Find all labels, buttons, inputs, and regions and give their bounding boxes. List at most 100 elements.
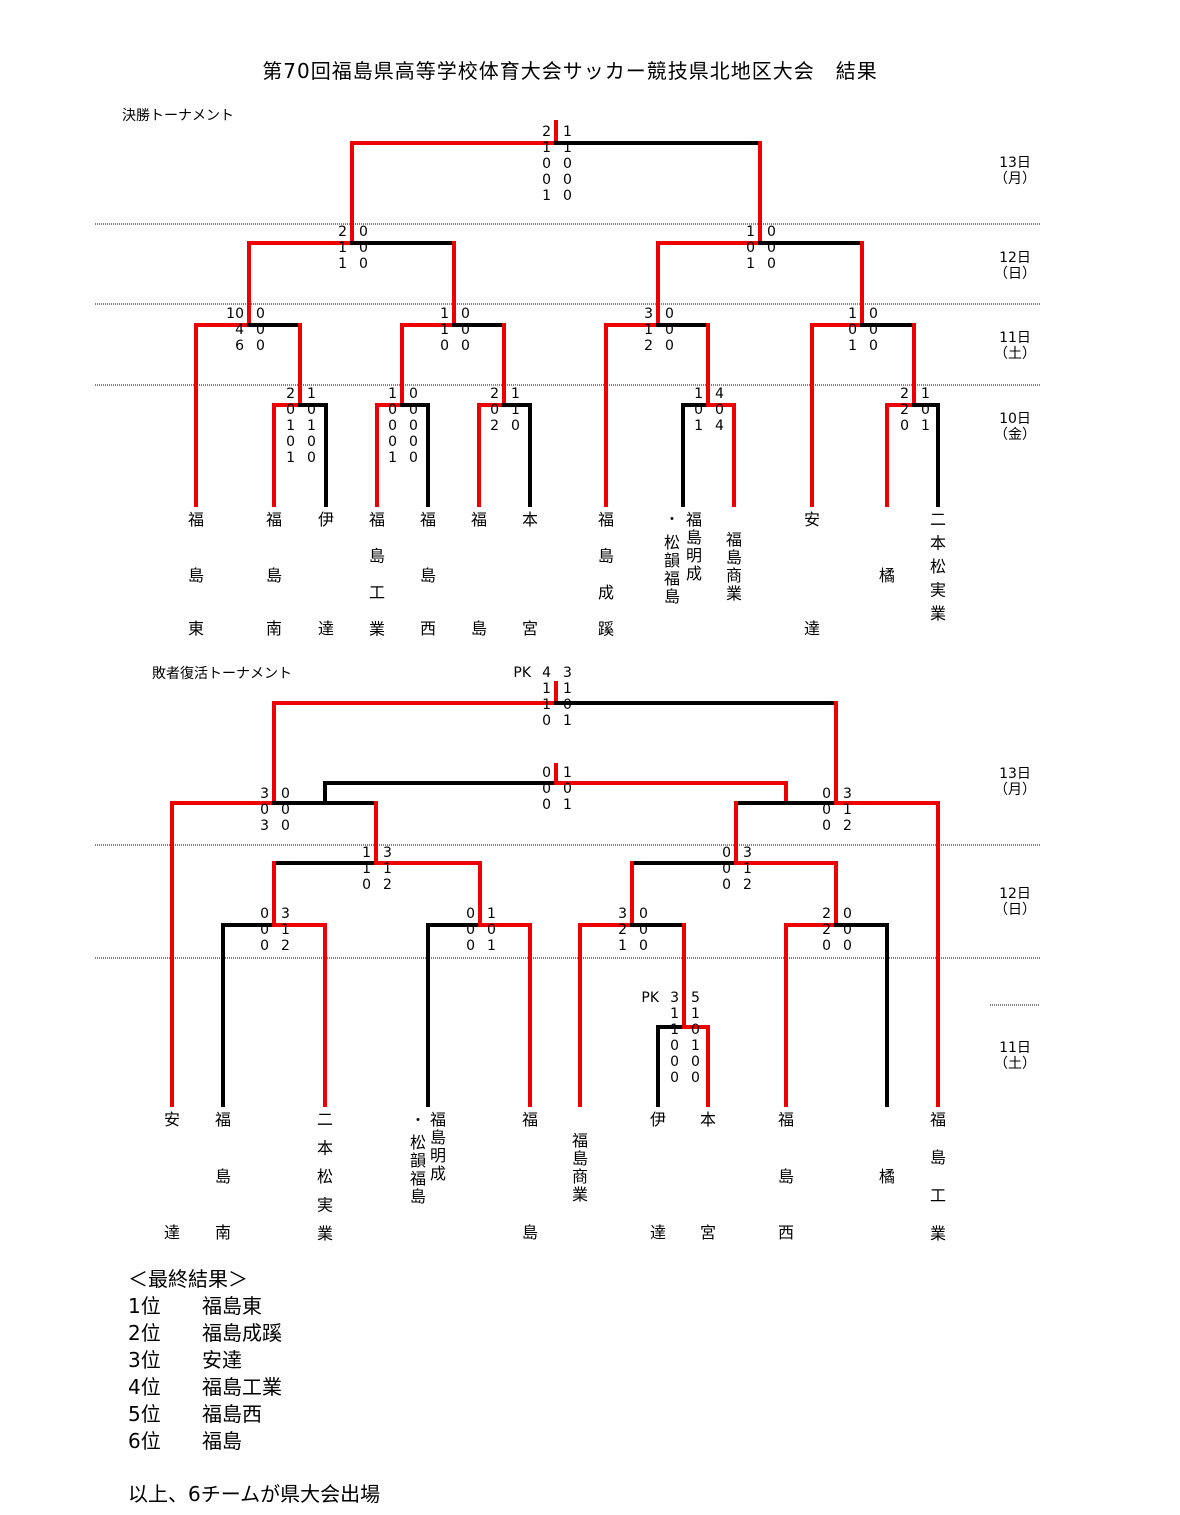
- score-right: 1: [563, 713, 572, 729]
- score-left: 0: [542, 765, 551, 781]
- result-row: 3位安達: [128, 1347, 282, 1374]
- score-right: 0: [256, 322, 265, 338]
- score-right: 0: [639, 906, 648, 922]
- result-row: 2位福島成蹊: [128, 1320, 282, 1347]
- team-name: 松: [410, 1133, 426, 1152]
- score-right: 0: [281, 802, 290, 818]
- results-heading: ＜最終結果＞: [128, 1267, 248, 1291]
- score-left: 2: [542, 124, 551, 140]
- team-name: 本: [700, 1110, 716, 1129]
- team-name: 宮: [522, 619, 538, 638]
- date-label: 11日: [999, 1040, 1031, 1056]
- team-name: 福: [572, 1131, 588, 1150]
- team-name: 安: [164, 1110, 180, 1129]
- team-name: 業: [317, 1224, 333, 1243]
- team-name: 蹊: [598, 620, 614, 639]
- team-name: 本: [522, 510, 538, 529]
- team-name: 福: [430, 1110, 446, 1129]
- score-left: 0: [388, 418, 397, 434]
- team-name: 島: [778, 1167, 794, 1186]
- score-left: 1: [388, 386, 397, 402]
- team-name: 伊: [650, 1110, 666, 1129]
- score-right: 4: [715, 418, 724, 434]
- score-right: 0: [461, 322, 470, 338]
- team-name: 業: [930, 1224, 946, 1243]
- score-left: 1: [848, 338, 857, 354]
- team-name: 松: [930, 557, 946, 576]
- score-left: 1: [286, 450, 295, 466]
- score-left: 0: [670, 1070, 679, 1086]
- team-name: 東: [188, 619, 204, 638]
- team-name: 明: [430, 1146, 446, 1165]
- team-name: 島: [664, 587, 680, 606]
- result-team: 福島: [202, 1429, 242, 1453]
- score-right: 2: [843, 818, 852, 834]
- result-row: 4位福島工業: [128, 1374, 282, 1401]
- score-left: 0: [466, 922, 475, 938]
- score-left: 1: [746, 256, 755, 272]
- score-right: 1: [921, 386, 930, 402]
- score-left: 0: [822, 786, 831, 802]
- score-right: 3: [743, 845, 752, 861]
- team-name: 島: [686, 528, 702, 547]
- team-name: 福: [598, 510, 614, 529]
- repechage-tournament-label: 敗者復活トーナメント: [152, 666, 292, 682]
- score-right: 0: [563, 156, 572, 172]
- date-label: 10日: [999, 411, 1031, 427]
- score-right: 2: [383, 877, 392, 893]
- score-right: 0: [281, 786, 290, 802]
- score-left: 1: [848, 306, 857, 322]
- date-label: （日）: [994, 902, 1036, 918]
- score-right: 0: [359, 224, 368, 240]
- score-left: 0: [542, 713, 551, 729]
- score-left: 0: [542, 172, 551, 188]
- team-name: 韻: [664, 551, 680, 570]
- score-right: 1: [307, 386, 316, 402]
- score-left: 1: [542, 697, 551, 713]
- score-right: 0: [307, 434, 316, 450]
- score-right: 0: [869, 322, 878, 338]
- score-right: 0: [511, 418, 520, 434]
- score-left: 0: [670, 1054, 679, 1070]
- score-right: 2: [743, 877, 752, 893]
- score-left: 3: [260, 818, 269, 834]
- score-right: 0: [869, 338, 878, 354]
- score-left: 3: [260, 786, 269, 802]
- pk-label: PK: [641, 990, 659, 1006]
- score-right: 0: [563, 172, 572, 188]
- team-name: 福: [215, 1110, 231, 1129]
- result-row: 6位福島: [128, 1428, 282, 1455]
- team-name: ・: [411, 1113, 425, 1129]
- team-name: 福: [420, 510, 436, 529]
- score-left: 0: [260, 938, 269, 954]
- score-left: 2: [644, 338, 653, 354]
- page-title: 第70回福島県高等学校体育大会サッカー競技県北地区大会 結果: [262, 59, 878, 83]
- team-name: 業: [930, 604, 946, 623]
- score-left: 2: [900, 402, 909, 418]
- score-left: 0: [746, 240, 755, 256]
- team-name: 達: [318, 619, 334, 638]
- score-left: 0: [722, 845, 731, 861]
- team-name: 成: [430, 1164, 446, 1183]
- score-left: 0: [362, 877, 371, 893]
- team-name: 成: [598, 583, 614, 602]
- score-right: 1: [921, 418, 930, 434]
- date-label: （月）: [994, 171, 1036, 187]
- score-right: 2: [281, 938, 290, 954]
- score-right: 0: [461, 306, 470, 322]
- score-left: 0: [900, 418, 909, 434]
- team-name: 成: [686, 564, 702, 583]
- team-name: 福: [410, 1169, 426, 1188]
- score-left: 0: [286, 434, 295, 450]
- score-left: 2: [822, 906, 831, 922]
- score-right: 0: [563, 188, 572, 204]
- score-right: 1: [843, 802, 852, 818]
- score-right: 0: [409, 386, 418, 402]
- score-right: 0: [563, 781, 572, 797]
- score-left: 0: [822, 802, 831, 818]
- team-name: 福: [778, 1110, 794, 1129]
- team-name: 伊: [318, 510, 334, 529]
- score-left: 0: [822, 938, 831, 954]
- score-right: 0: [409, 450, 418, 466]
- team-name: 南: [266, 619, 282, 638]
